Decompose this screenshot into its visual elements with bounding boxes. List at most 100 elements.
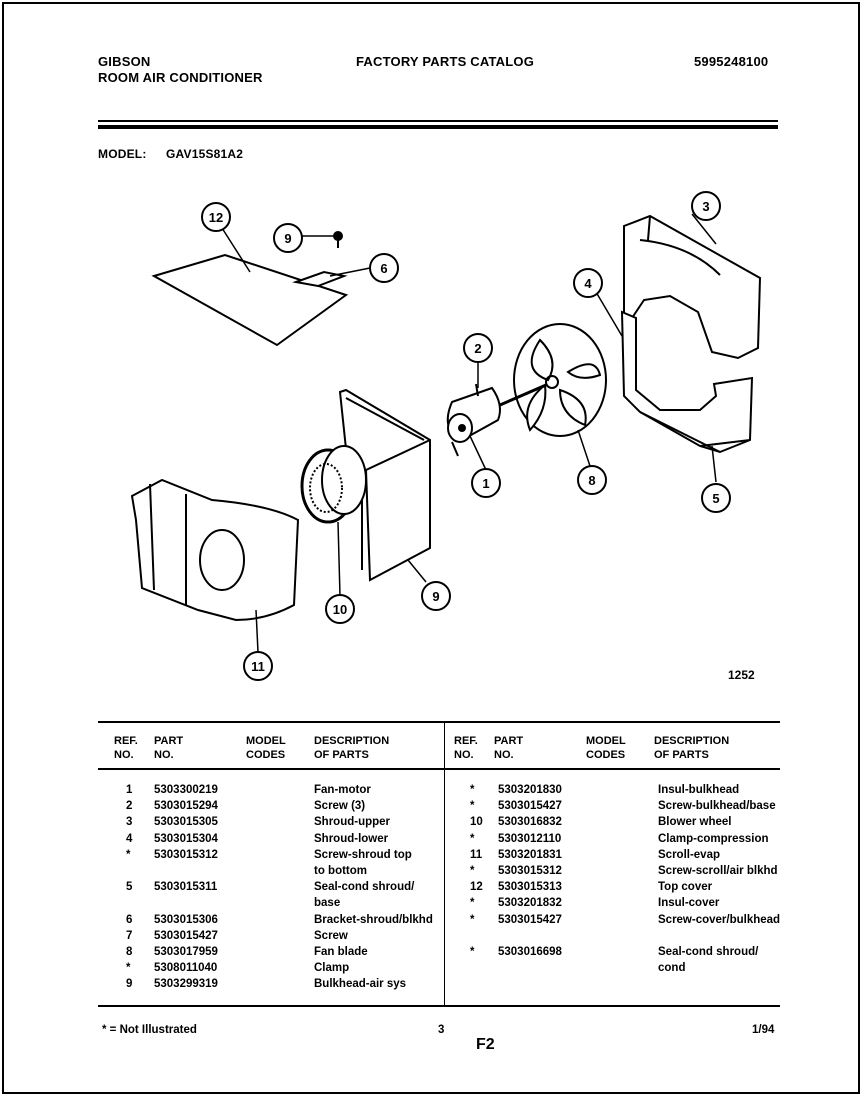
parts-row-ref: 2 bbox=[126, 800, 133, 813]
model-label: MODEL: bbox=[98, 147, 147, 161]
table-top-rule bbox=[98, 721, 780, 723]
callout-9-top: 9 bbox=[284, 231, 291, 246]
shroud-upper-shape bbox=[623, 214, 762, 360]
callout-circle-4 bbox=[573, 268, 603, 298]
top-cover-shape bbox=[151, 253, 349, 347]
parts-row-part: 5303015427 bbox=[498, 913, 562, 926]
parts-row-part: 5303015311 bbox=[154, 881, 218, 894]
header-rule-thick bbox=[98, 125, 778, 129]
callout-10: 10 bbox=[333, 602, 347, 617]
catalog-number: 5995248100 bbox=[694, 54, 769, 69]
parts-row-ref: * bbox=[470, 897, 475, 910]
callout-8: 8 bbox=[588, 473, 595, 488]
bulkhead-shape bbox=[338, 388, 431, 582]
callout-circle-2 bbox=[463, 333, 493, 363]
parts-row-desc: Shroud-lower bbox=[314, 832, 389, 845]
parts-row-desc: Insul-bulkhead bbox=[658, 784, 740, 796]
callout-5: 5 bbox=[712, 491, 719, 506]
parts-row-desc: Screw-cover/bulkhead bbox=[658, 913, 781, 926]
parts-row-desc: Screw bbox=[314, 929, 348, 942]
parts-row-ref: * bbox=[470, 946, 475, 958]
parts-row-part: 5303015305 bbox=[154, 816, 218, 829]
callout-4: 4 bbox=[584, 276, 592, 291]
parts-row-desc: Clamp bbox=[314, 962, 350, 975]
parts-row-part: 5303015427 bbox=[154, 929, 218, 942]
fan-motor-shape bbox=[446, 383, 501, 457]
parts-row-part: 5303015312 bbox=[154, 848, 218, 861]
parts-row-ref: 5 bbox=[126, 881, 133, 894]
callout-circle-1 bbox=[471, 468, 501, 498]
parts-row-part: 5303299319 bbox=[154, 978, 218, 991]
parts-row-part: 5303201830 bbox=[498, 784, 562, 796]
parts-row-desc: Top cover bbox=[658, 881, 713, 894]
parts-row-ref: 12 bbox=[470, 881, 483, 894]
parts-row-part: 5303015313 bbox=[498, 881, 562, 894]
page-number: 3 bbox=[438, 1024, 445, 1036]
parts-row-ref: * bbox=[470, 865, 475, 877]
parts-row-ref: 3 bbox=[126, 816, 133, 829]
fan-blade-shape bbox=[499, 323, 607, 437]
callout-12: 12 bbox=[209, 210, 223, 225]
page-code: F2 bbox=[476, 1036, 495, 1053]
parts-row-part: 5303015306 bbox=[154, 913, 218, 926]
callout-circle-3 bbox=[691, 191, 721, 221]
callout-2: 2 bbox=[474, 341, 481, 356]
callout-circle-9-top bbox=[273, 223, 303, 253]
callout-circle-9 bbox=[421, 581, 451, 611]
callout-circle-10 bbox=[325, 594, 355, 624]
table-header-rule bbox=[98, 768, 780, 770]
callout-3: 3 bbox=[702, 199, 709, 214]
parts-row-part: 5303300219 bbox=[154, 784, 218, 796]
parts-row-ref: * bbox=[126, 848, 131, 861]
parts-row-ref: 9 bbox=[126, 978, 133, 991]
shroud-lower-shape bbox=[620, 310, 754, 454]
parts-row-part: 5303016832 bbox=[498, 816, 562, 829]
drawing-number: 1252 bbox=[728, 668, 755, 682]
callout-circle-6 bbox=[369, 253, 399, 283]
parts-row-ref: 6 bbox=[126, 913, 133, 926]
parts-row-desc: Bulkhead-air sys bbox=[314, 978, 407, 991]
callout-circle-8 bbox=[577, 465, 607, 495]
parts-row-part: 5303012110 bbox=[498, 832, 562, 845]
parts-row-desc: Seal-cond shroud/ bbox=[314, 881, 415, 894]
parts-row-desc: Bracket-shroud/blkhd bbox=[314, 913, 433, 926]
parts-row-ref: 11 bbox=[470, 848, 483, 861]
parts-row-part: 5303201831 bbox=[498, 848, 562, 861]
parts-row-ref: 10 bbox=[470, 816, 483, 829]
parts-row-desc: to bottom bbox=[314, 865, 368, 877]
parts-row-desc: Screw (3) bbox=[314, 800, 366, 813]
parts-row-desc: Seal-cond shroud/ bbox=[658, 946, 759, 958]
brand: GIBSON bbox=[98, 54, 151, 69]
header-rule-thin bbox=[98, 120, 778, 122]
revision-date: 1/94 bbox=[752, 1024, 775, 1036]
parts-row-desc: Screw-shroud top bbox=[314, 848, 412, 861]
parts-row-desc: Screw-bulkhead/base bbox=[658, 800, 776, 813]
callout-circle-11 bbox=[243, 651, 273, 681]
blower-wheel-shape bbox=[300, 445, 367, 524]
parts-row-desc: Scroll-evap bbox=[658, 848, 720, 861]
callout-9-bottom: 9 bbox=[432, 589, 439, 604]
parts-row-part: 5303016698 bbox=[498, 946, 562, 958]
parts-row-ref: * bbox=[126, 962, 131, 975]
parts-row-desc: base bbox=[314, 897, 341, 910]
parts-row-desc: cond bbox=[658, 962, 686, 975]
parts-row-ref: * bbox=[470, 913, 475, 926]
col-header-ref: REF.NO. bbox=[114, 735, 138, 761]
parts-row-part: 5303015304 bbox=[154, 832, 218, 845]
parts-row-part: 5303015427 bbox=[498, 800, 562, 813]
parts-row-desc: Fan blade bbox=[314, 946, 368, 958]
scroll-evap-shape bbox=[130, 478, 300, 622]
callout-11: 11 bbox=[251, 659, 265, 674]
parts-row-part: 5303015294 bbox=[154, 800, 218, 813]
parts-row-ref: * bbox=[470, 784, 475, 796]
parts-row-desc: Screw-scroll/air blkhd bbox=[658, 865, 778, 877]
model-value: GAV15S81A2 bbox=[166, 147, 244, 161]
table-divider bbox=[444, 723, 445, 1005]
